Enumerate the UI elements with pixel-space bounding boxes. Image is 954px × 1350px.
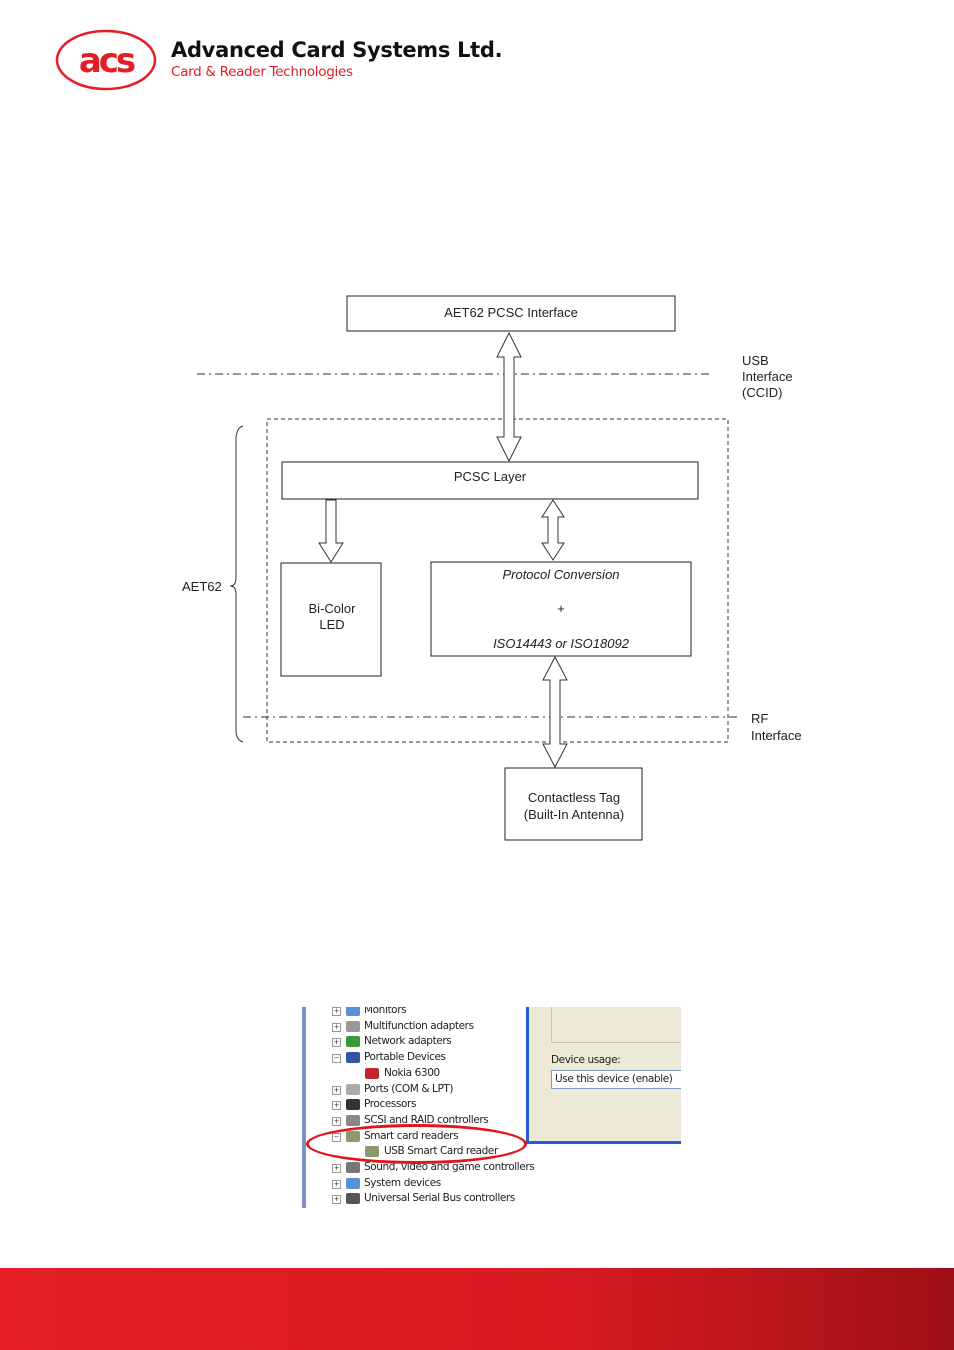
expand-toggle[interactable]: + xyxy=(332,1195,341,1205)
architecture-diagram: AET62 PCSC Interface USB Interface (CCID… xyxy=(182,295,802,841)
tree-item[interactable]: System devices xyxy=(364,1176,441,1189)
pcsc-interface-label: AET62 PCSC Interface xyxy=(444,305,578,320)
expand-toggle[interactable]: + xyxy=(332,1022,341,1032)
pcsc-interface-box xyxy=(346,295,676,332)
device-icon xyxy=(346,1036,360,1048)
protocol-label: ISO14443 or ISO18092 xyxy=(493,636,630,651)
protocol-label: Protocol Conversion xyxy=(502,567,619,582)
rf-label: Interface xyxy=(751,728,802,743)
device-icon xyxy=(346,1162,360,1173)
tree-item[interactable]: SCSI and RAID controllers xyxy=(364,1113,489,1126)
device-icon xyxy=(346,1099,360,1111)
usb-double-arrow xyxy=(496,331,522,463)
logo-text: acs xyxy=(79,41,135,81)
device-icon xyxy=(346,1193,360,1205)
expand-toggle[interactable]: + xyxy=(332,1007,341,1016)
tree-item[interactable]: Nokia 6300 xyxy=(384,1066,440,1079)
device-usage-label: Device usage: xyxy=(551,1054,621,1066)
footer-band xyxy=(0,1268,954,1350)
expand-toggle[interactable]: + xyxy=(332,1164,341,1173)
usb-label: USB xyxy=(742,353,769,368)
tree-item[interactable]: Sound, video and game controllers xyxy=(364,1161,535,1173)
contactless-tag-box xyxy=(504,767,643,841)
led-box xyxy=(280,562,382,677)
company-name: Advanced Card Systems Ltd. xyxy=(171,38,503,62)
usb-label: (CCID) xyxy=(742,385,782,400)
tree-item[interactable]: Processors xyxy=(364,1098,417,1111)
pcsc-layer-label: PCSC Layer xyxy=(454,469,527,484)
aet62-brace xyxy=(229,425,244,743)
tree-item[interactable]: Multifunction adapters xyxy=(364,1019,474,1032)
led-label: LED xyxy=(319,617,344,632)
expand-toggle[interactable]: + xyxy=(332,1038,341,1048)
device-icon xyxy=(346,1007,360,1016)
tree-item[interactable]: Ports (COM & LPT) xyxy=(364,1082,454,1095)
tree-item[interactable]: Monitors xyxy=(364,1007,407,1016)
protocol-box xyxy=(430,561,692,657)
aet62-label: AET62 xyxy=(182,579,222,594)
highlight-ellipse xyxy=(306,1124,527,1164)
tree-item[interactable]: Portable Devices xyxy=(364,1051,446,1064)
protocol-double-arrow xyxy=(541,499,565,561)
led-arrow xyxy=(318,499,344,563)
properties-box xyxy=(551,1007,681,1043)
company-tagline: Card & Reader Technologies xyxy=(171,64,353,80)
expand-toggle[interactable]: + xyxy=(332,1085,341,1095)
protocol-label: + xyxy=(557,601,565,616)
device-manager-screenshot: + Monitors + Multifunction adapters + Network… xyxy=(302,1007,681,1208)
tag-label: (Built-In Antenna) xyxy=(524,807,624,822)
device-icon xyxy=(365,1067,379,1079)
device-icon xyxy=(346,1177,360,1189)
device-icon xyxy=(346,1114,360,1126)
properties-panel: Device usage: Use this device (enable) xyxy=(526,1007,681,1144)
tree-item[interactable]: Universal Serial Bus controllers xyxy=(364,1192,515,1205)
device-icon xyxy=(346,1083,360,1095)
expand-toggle[interactable]: + xyxy=(332,1179,341,1189)
device-icon xyxy=(346,1020,360,1032)
tree-border xyxy=(302,1007,306,1208)
rf-double-arrow xyxy=(542,655,568,769)
tag-label: Contactless Tag xyxy=(528,790,620,805)
usb-label: Interface xyxy=(742,369,793,384)
device-usage-select[interactable]: Use this device (enable) xyxy=(551,1070,681,1089)
acs-logo: acs xyxy=(55,29,157,91)
expand-toggle[interactable]: + xyxy=(332,1116,341,1126)
led-label: Bi-Color xyxy=(309,601,357,616)
rf-label: RF xyxy=(751,711,768,726)
pcsc-layer-box xyxy=(281,461,699,500)
device-icon xyxy=(346,1052,360,1064)
tree-item[interactable]: Network adapters xyxy=(364,1035,452,1048)
expand-toggle[interactable]: − xyxy=(332,1054,341,1064)
expand-toggle[interactable]: + xyxy=(332,1101,341,1111)
